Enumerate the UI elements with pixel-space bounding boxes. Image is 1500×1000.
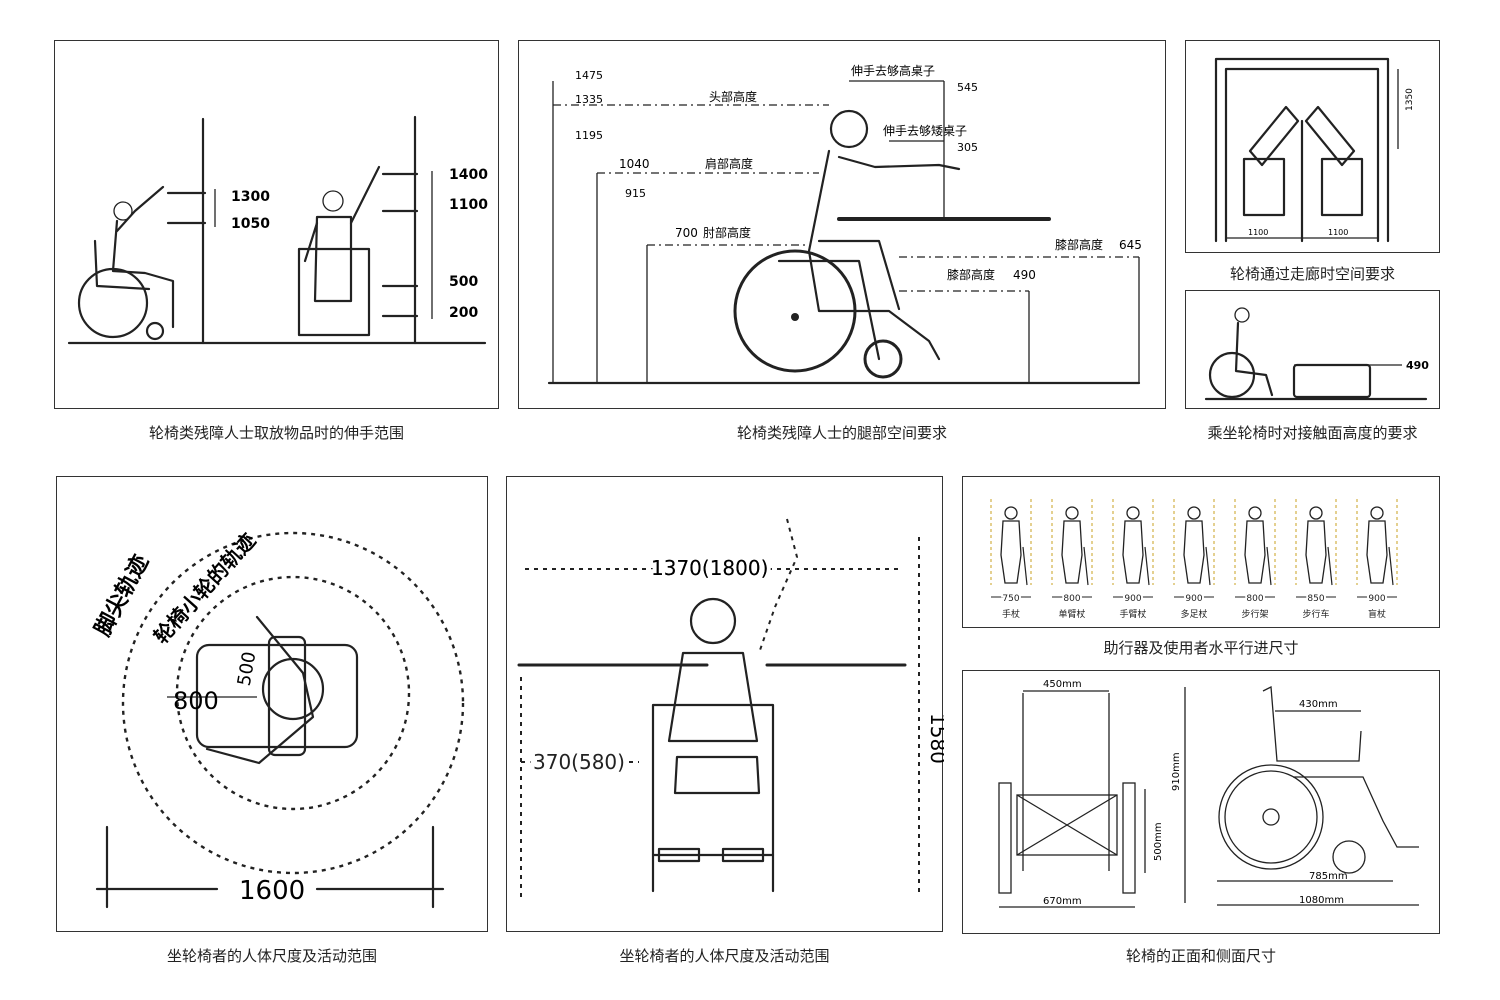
panel-walking-aids: 750 手杖 800 单臂杖 900 手臂杖 900 多足杖 800 步行架 850 步行车 900 盲杖 [962,476,1440,628]
walking-aid-width: 900 [1124,594,1141,604]
leg-knee2-val: 490 [1013,268,1036,282]
panel-leg-space: 1475 1335 1195 1040 915 700 头部高度 肩部高度 肘部… [518,40,1166,409]
leg-dim-1475: 1475 [575,69,603,82]
leg-dim-1335: 1335 [575,93,603,106]
body-span-dim: 1370(1800) [651,556,768,580]
caption-corridor: 轮椅通过走廊时空间要求 [1229,265,1395,283]
reach-side-1300: 1300 [231,189,270,205]
panel-body-span: 1370(1800) 1370(1800) 1580 370(580) [506,476,944,932]
walking-aid-width: 850 [1307,594,1324,604]
caption-contact: 乘坐轮椅时对接触面高度的要求 [1207,424,1418,442]
walking-aid-item: 750 手杖 [990,499,1032,620]
walking-aid-item: 900 盲杖 [1356,499,1398,620]
walking-aid-label: 步行架 [1241,608,1268,620]
corridor-diagram: 1350 1100 1100 [1214,57,1415,243]
body-span-diagram: 1370(1800) 1370(1800) 1580 370(580) [517,518,944,897]
leg-dim-915: 915 [625,187,646,200]
turning-dim-1600: 1600 [239,876,305,906]
panel-turning-range: 脚尖轨迹 轮椅小轮的轨迹 800 500 1600 [56,476,488,932]
wc-side-height: 910mm [1171,752,1182,791]
reach-front-500: 500 [449,274,478,290]
panel-wheelchair-dimensions: 450mm 500mm 670mm 910mm 430mm 785mm 1080… [962,670,1440,934]
walking-aid-label: 盲杖 [1368,608,1386,620]
panel-corridor: 1350 1100 1100 [1185,40,1440,253]
walking-aid-label: 多足杖 [1180,608,1207,620]
leg-head-label: 头部高度 [709,89,757,104]
leg-shoulder-label: 肩部高度 [705,156,753,171]
leg-knee2-label: 膝部高度 [947,267,995,282]
corridor-dim-a: 1100 [1248,228,1268,237]
leg-dim-1195: 1195 [575,129,603,142]
caption-reach: 轮椅类残障人士取放物品时的伸手范围 [148,424,404,442]
turning-outer-track: 脚尖轨迹 [90,550,154,640]
wc-side-top: 430mm [1299,699,1338,710]
leg-knee1-val: 645 [1119,238,1142,252]
walking-aid-label: 单臂杖 [1058,608,1085,620]
wc-front-width: 670mm [1043,896,1082,907]
walking-aid-item: 850 步行车 [1295,499,1337,620]
walking-aid-width: 900 [1185,594,1202,604]
wc-side-wheel: 785mm [1309,871,1348,882]
contact-height-diagram: 490 [1204,307,1429,401]
leg-knee1-label: 膝部高度 [1055,237,1103,252]
walking-aid-width: 800 [1063,594,1080,604]
wc-side-length: 1080mm [1299,895,1344,906]
turning-dim-500: 500 [234,650,261,687]
reach-range-diagram: 1300 1050 1400 1100 500 200 [67,115,488,345]
walking-aid-width: 750 [1002,594,1019,604]
reach-front-1100: 1100 [449,197,488,213]
caption-turning: 坐轮椅者的人体尺度及活动范围 [166,947,377,965]
caption-wheelchair: 轮椅的正面和侧面尺寸 [1125,947,1276,965]
reach-side-1050: 1050 [231,216,270,232]
corridor-dim-v: 1350 [1405,88,1415,111]
leg-space-diagram: 1475 1335 1195 1040 915 700 头部高度 肩部高度 肘部… [547,63,1142,385]
caption-body: 坐轮椅者的人体尺度及活动范围 [619,947,830,965]
leg-reach-high-val: 545 [957,81,978,94]
wheelchair-dimensions-diagram: 450mm 500mm 670mm 910mm 430mm 785mm 1080… [998,679,1419,908]
leg-elbow-label: 肘部高度 [703,225,751,240]
walking-aid-item: 800 单臂杖 [1051,499,1093,620]
caption-leg: 轮椅类残障人士的腿部空间要求 [736,424,947,442]
walking-aid-item: 900 手臂杖 [1112,499,1154,620]
panel-contact-height: 490 [1185,290,1440,409]
walking-aid-label: 手杖 [1002,608,1020,620]
body-height-dim: 1580 [926,713,944,764]
corridor-dim-b: 1100 [1328,228,1348,237]
reach-front-1400: 1400 [449,167,488,183]
reach-front-200: 200 [449,305,478,321]
body-side-dim: 370(580) [533,750,625,774]
leg-dim-700: 700 [675,226,698,240]
wc-front-top: 450mm [1043,679,1082,690]
contact-dim: 490 [1406,359,1429,372]
leg-reach-low-label: 伸手去够矮桌子 [883,124,967,138]
walking-aid-item: 900 多足杖 [1173,499,1215,620]
leg-reach-low-val: 305 [957,141,978,154]
caption-aids: 助行器及使用者水平行进尺寸 [1103,639,1299,657]
walking-aid-width: 800 [1246,594,1263,604]
leg-reach-high-label: 伸手去够高桌子 [851,63,935,78]
walking-aids-diagram: 750 手杖 800 单臂杖 900 手臂杖 900 多足杖 800 步行架 850 步行车 900 盲杖 [990,499,1398,620]
turning-dim-800: 800 [173,687,219,715]
turning-range-diagram: 脚尖轨迹 轮椅小轮的轨迹 800 500 1600 [90,528,465,909]
walking-aid-item: 800 步行架 [1234,499,1276,620]
body-span-dim-text: 1370(1800) [651,556,768,580]
wc-front-seat: 500mm [1153,822,1164,861]
walking-aid-label: 手臂杖 [1119,608,1146,620]
leg-dim-1040: 1040 [619,157,650,171]
panel-reach-range: 1300 1050 1400 1100 500 200 [54,40,499,409]
walking-aid-label: 步行车 [1302,608,1329,620]
walking-aid-width: 900 [1368,594,1385,604]
